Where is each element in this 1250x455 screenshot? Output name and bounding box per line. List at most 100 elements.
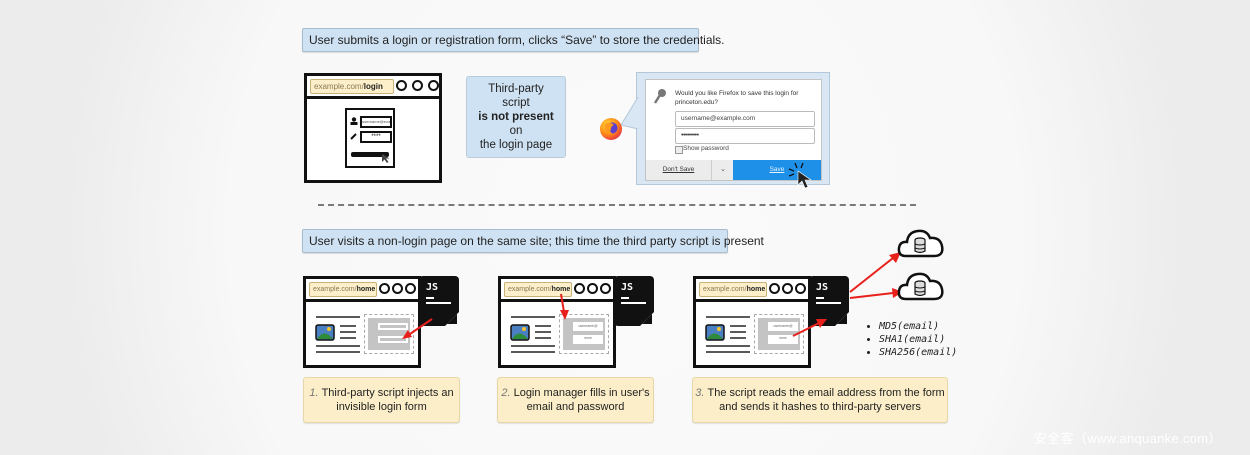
section1-banner-text: User submits a login or registration for…	[309, 33, 725, 47]
show-password-checkbox[interactable]	[675, 146, 683, 154]
url-field: example.com/login	[310, 79, 394, 94]
caption-line2: and sends it hashes to third-party serve…	[719, 401, 921, 413]
caption-line1: Third-party script injects an	[321, 387, 454, 399]
dialog-prompt: Would you like Firefox to save this logi…	[675, 89, 815, 107]
step2-diagram: JS example.com/home username@ ****	[498, 276, 658, 371]
user-icon	[350, 117, 358, 125]
window-button-icon	[412, 80, 423, 91]
click-cursor-icon	[788, 162, 812, 189]
hash-item: MD5(email)	[879, 320, 957, 333]
filled-password-field: ****	[768, 335, 798, 344]
autofill-arrow-icon	[560, 293, 569, 320]
page-content-icon	[510, 316, 555, 353]
invisible-login-form: username@ ****	[559, 314, 609, 354]
dialog-username-input[interactable]: username@example.com	[675, 111, 815, 127]
caption-line1: Login manager fills in user's	[513, 387, 650, 399]
filled-username-field: username@	[573, 322, 603, 331]
note-line3: the login page	[479, 139, 553, 151]
section1-banner: User submits a login or registration for…	[302, 28, 725, 52]
window-button-icon	[587, 283, 598, 294]
window-button-icon	[379, 283, 390, 294]
js-script-icon: JS	[809, 276, 849, 326]
username-field: username@example	[360, 116, 392, 128]
js-label: JS	[816, 282, 829, 293]
window-button-icon	[405, 283, 416, 294]
arrow-to-server-2	[849, 292, 894, 299]
home-page-browser: example.com/home	[303, 276, 421, 368]
login-form: username@example ****	[345, 108, 395, 168]
hash-item: SHA256(email)	[879, 346, 957, 359]
firefox-logo-icon	[600, 118, 622, 140]
url-prefix: example.com/	[314, 82, 364, 91]
inject-arrow-icon	[402, 318, 433, 339]
home-page-browser: example.com/home username@ ****	[498, 276, 616, 368]
key-icon	[653, 89, 666, 104]
home-page-browser: example.com/home username@ ****	[693, 276, 811, 368]
js-script-icon: JS	[419, 276, 459, 326]
browser-address-bar: example.com/home	[306, 279, 418, 302]
step1-caption: 1.Third-party script injects an invisible…	[303, 377, 460, 423]
step3-caption: 3.The script reads the email address fro…	[692, 377, 948, 423]
url-field: example.com/home	[309, 282, 377, 297]
show-password-label: Show password	[683, 145, 729, 152]
window-button-icon	[782, 283, 793, 294]
url-path: home	[746, 286, 766, 293]
prompt-line1: Would you like Firefox to save this logi…	[675, 90, 799, 97]
watermark: 安全客（www.anquanke.com）	[1034, 431, 1222, 446]
note-line1: Third-party script	[488, 83, 544, 109]
dont-save-button[interactable]: Don't Save	[646, 160, 711, 180]
password-field: ****	[360, 131, 392, 143]
window-button-icon	[574, 283, 585, 294]
arrow-to-server-1	[849, 257, 894, 293]
dropdown-chevron-icon[interactable]: ⌄	[711, 160, 734, 180]
hash-item: SHA1(email)	[879, 333, 957, 346]
window-button-icon	[769, 283, 780, 294]
js-label: JS	[621, 282, 634, 293]
url-prefix: example.com/	[703, 286, 747, 293]
step1-diagram: JS example.com/home	[303, 276, 463, 371]
dialog-pointer	[621, 97, 639, 129]
dialog-panel: Would you like Firefox to save this logi…	[645, 79, 822, 181]
js-label: JS	[426, 282, 439, 293]
step-number: 1.	[309, 387, 319, 399]
url-prefix: example.com/	[508, 286, 552, 293]
browser-address-bar: example.com/home	[501, 279, 613, 302]
caption-line2: email and password	[526, 401, 625, 413]
url-path: home	[551, 286, 571, 293]
step3-diagram: JS example.com/home username@ ****	[693, 276, 853, 371]
caption-text: 3.The script reads the email address fro…	[695, 386, 944, 414]
invisible-login-form	[364, 314, 414, 354]
filled-username-field: username@	[768, 322, 798, 331]
filled-password-field: ****	[573, 335, 603, 344]
caption-text: 2.Login manager fills in user's email and…	[501, 386, 649, 414]
section2-banner: User visits a non-login page on the same…	[302, 229, 764, 253]
firefox-save-login-dialog: Would you like Firefox to save this logi…	[621, 72, 830, 189]
browser-address-bar: example.com/home	[696, 279, 808, 302]
window-button-icon	[795, 283, 806, 294]
js-script-icon: JS	[614, 276, 654, 326]
note-line2: is not present on	[473, 110, 559, 138]
prompt-line2: princeton.edu?	[675, 99, 719, 106]
cloud-server-icon	[897, 272, 944, 301]
exfiltration-arrows	[849, 252, 903, 299]
section-divider	[318, 204, 916, 206]
dialog-password-input[interactable]: •••••••••	[675, 128, 815, 144]
url-field: example.com/home	[504, 282, 572, 297]
caption-line2: invisible login form	[336, 401, 427, 413]
window-button-icon	[600, 283, 611, 294]
cursor-icon	[382, 154, 390, 163]
browser-address-bar: example.com/login	[307, 76, 439, 99]
key-icon	[350, 133, 357, 140]
read-email-arrow-icon	[792, 319, 827, 337]
section2-banner-text: User visits a non-login page on the same…	[309, 234, 764, 248]
invisible-login-form: username@ ****	[754, 314, 804, 354]
script-not-present-note: Third-party script is not present on the…	[466, 76, 566, 158]
note-bold: is not present	[478, 111, 554, 123]
step-number: 2.	[501, 387, 511, 399]
window-button-icon	[392, 283, 403, 294]
url-field: example.com/home	[699, 282, 767, 297]
url-path: home	[356, 286, 376, 293]
submit-button	[351, 152, 389, 157]
note-rest: on	[509, 125, 523, 137]
step-number: 3.	[695, 387, 705, 399]
